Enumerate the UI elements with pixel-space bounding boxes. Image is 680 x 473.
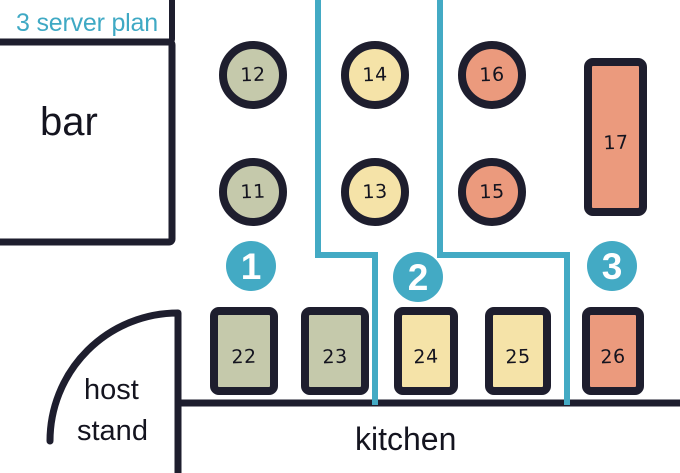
table-number-16: 16 [479, 63, 505, 87]
table-number-25: 25 [505, 345, 531, 369]
table-number-15: 15 [479, 180, 505, 204]
table-26[interactable] [582, 307, 644, 395]
bar-label: bar [40, 100, 98, 144]
table-number-24: 24 [413, 345, 439, 369]
table-number-11: 11 [240, 180, 266, 204]
server-badge-1[interactable] [226, 241, 276, 291]
divider-1-2[interactable] [315, 0, 378, 405]
table-number-13: 13 [362, 180, 388, 204]
table-24[interactable] [394, 307, 458, 395]
plan-title: 3 server plan [16, 9, 158, 37]
server-badge-label-3: 3 [601, 246, 623, 287]
table-number-26: 26 [600, 345, 626, 369]
tables-group [210, 41, 647, 395]
server-badge-label-2: 2 [407, 257, 429, 298]
server-section-dividers [315, 0, 570, 405]
table-13[interactable] [341, 158, 409, 226]
server-badge-2[interactable] [393, 252, 443, 302]
kitchen-label: kitchen [355, 421, 457, 457]
table-15[interactable] [458, 158, 526, 226]
table-23[interactable] [301, 307, 369, 395]
table-22[interactable] [210, 307, 278, 395]
table-11[interactable] [219, 158, 287, 226]
server-badge-3[interactable] [587, 241, 637, 291]
divider-2-3[interactable] [437, 0, 570, 405]
table-number-12: 12 [240, 63, 266, 87]
table-25[interactable] [485, 307, 551, 395]
table-number-17: 17 [602, 131, 629, 155]
host-stand-label-line1: host [84, 374, 139, 406]
table-16[interactable] [458, 41, 526, 109]
table-number-14: 14 [362, 63, 388, 87]
bar-box-wall [0, 38, 176, 246]
table-number-22: 22 [231, 345, 257, 369]
table-17[interactable] [584, 58, 647, 216]
server-badge-label-1: 1 [240, 246, 262, 287]
table-12[interactable] [219, 41, 287, 109]
server-badges-group [226, 241, 637, 302]
table-number-23: 23 [322, 345, 348, 369]
host-stand-wall [46, 309, 182, 473]
table-14[interactable] [341, 41, 409, 109]
host-stand-label-line2: stand [77, 415, 148, 447]
